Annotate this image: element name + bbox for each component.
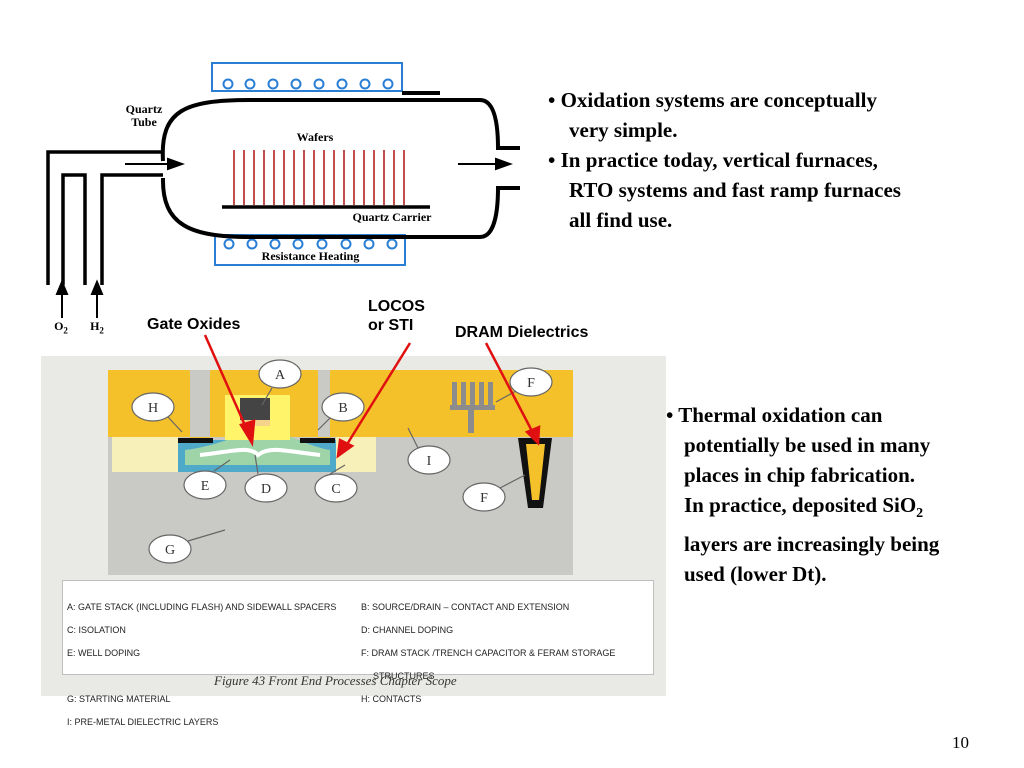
bullet-line: In practice, deposited SiO2 [684,493,924,522]
legend-right-column: B: Source/Drain – Contact and Extension … [361,590,651,717]
figure-caption: Figure 43 Front End Processes Chapter Sc… [214,673,457,688]
bubble-e-letter: E [201,479,210,494]
legend-item: C: Isolation [67,624,126,635]
figure-legend: A: Gate Stack (including Flash) and side… [62,580,654,727]
top-bullet-list: • Oxidation systems are conceptually ver… [548,85,1008,235]
bullet-line: used (lower Dt). [684,562,827,587]
source-drain [199,447,321,458]
heater-coils-top [222,78,394,90]
quartz-tube-outline [160,98,520,239]
dram-arrow [484,342,535,434]
bottom-bullet-list: • Thermal oxidation can potentially be u… [666,400,1016,589]
contact-right [300,438,335,443]
bubble-pointers [167,387,526,542]
quartz-carrier-label: Quartz Carrier [352,210,432,224]
gate-oxides-label: Gate Oxides [147,316,241,333]
bubble-a [258,359,302,389]
bubble-e [183,470,227,500]
bubble-i [407,445,451,475]
legend-item: G: Starting Material [67,693,171,704]
red-callout-arrows [203,334,541,459]
bullet-line: very simple. [569,118,678,142]
bubble-f-bottom-letter: F [480,491,488,506]
legend-item: D: Channel Doping [361,624,454,635]
legend-item: B: Source/Drain – Contact and Extension [361,601,570,612]
isolation-left [112,437,178,472]
legend-item: structures [373,670,435,681]
bubble-g-letter: G [165,543,175,558]
bullet-line: • Thermal oxidation can [666,403,883,427]
bubble-b [321,392,365,422]
dram-arrowhead [524,425,541,446]
locos-arrowhead [336,438,355,459]
heater-block-bottom [214,234,406,266]
or-sti-line: or STI [368,317,414,334]
bubble-c [314,473,358,503]
gate-stack [240,398,270,420]
locos-arrow [344,342,412,447]
gate-oxides-arrowhead [239,419,256,447]
legend-item: I: Pre-metal Dielectric Layers [67,716,219,727]
bubble-d [244,473,288,503]
bubble-letters: A B C D E F F G H I [148,368,535,558]
legend-item: A: Gate Stack (including Flash) and side… [67,601,337,612]
page-number: 10 [952,733,969,752]
gate-oxides-arrow [203,334,249,431]
bullet-line: layers are increasingly being [684,532,940,557]
gas-inlet-pipes [46,150,163,285]
resistance-heating-label: Resistance Heating [261,249,360,263]
bullet-line: all find use. [569,208,673,232]
wafers-label: Wafers [296,130,334,144]
channel-doping [185,432,330,465]
callout-bubbles [131,359,553,564]
trench-capacitor-fill [526,444,545,500]
bubble-h [131,392,175,422]
bubble-b-letter: B [338,401,347,416]
bullet-line: • In practice today, vertical furnaces, [548,148,878,172]
bubble-a-letter: A [275,368,286,383]
heater-block-top [211,62,403,92]
heater-coils-bottom [223,238,398,250]
locos-sti-label: LOCOS or STI [368,297,425,335]
bubble-c-letter: C [331,482,340,497]
gas-flow-right-arrows [125,157,513,171]
bubble-f-top [509,367,553,397]
bubble-f-top-letter: F [527,376,535,391]
legend-left-column: A: Gate Stack (including Flash) and side… [67,590,357,740]
o2-inlet-label: O2 [54,319,68,336]
legend-item: E: Well Doping [67,647,141,658]
dram-dielectrics-label: DRAM Dielectrics [455,324,589,341]
legend-item: H: Contacts [361,693,422,704]
bubble-d-letter: D [261,482,271,497]
h2-inlet-label: H2 [90,319,104,336]
bullet-line: • Oxidation systems are conceptually [548,88,877,112]
wafers [233,150,405,205]
bubble-i-letter: I [427,454,432,469]
bullet-line: potentially be used in many [684,433,931,457]
contact-left [178,438,213,443]
locos-line: LOCOS [368,298,425,315]
bubble-f-bottom [462,482,506,512]
bullet-line: places in chip fabrication. [684,463,916,487]
dram-stack [450,382,495,433]
bullet-line: RTO systems and fast ramp furnaces [569,178,901,202]
gas-flow-up-arrows [55,279,104,318]
quartz-tube-label: Quartz Tube [125,102,163,129]
legend-item: F: DRAM Stack /Trench Capacitor & FeRAM … [361,647,616,658]
bubble-g [148,534,192,564]
bubble-h-letter: H [148,401,158,416]
